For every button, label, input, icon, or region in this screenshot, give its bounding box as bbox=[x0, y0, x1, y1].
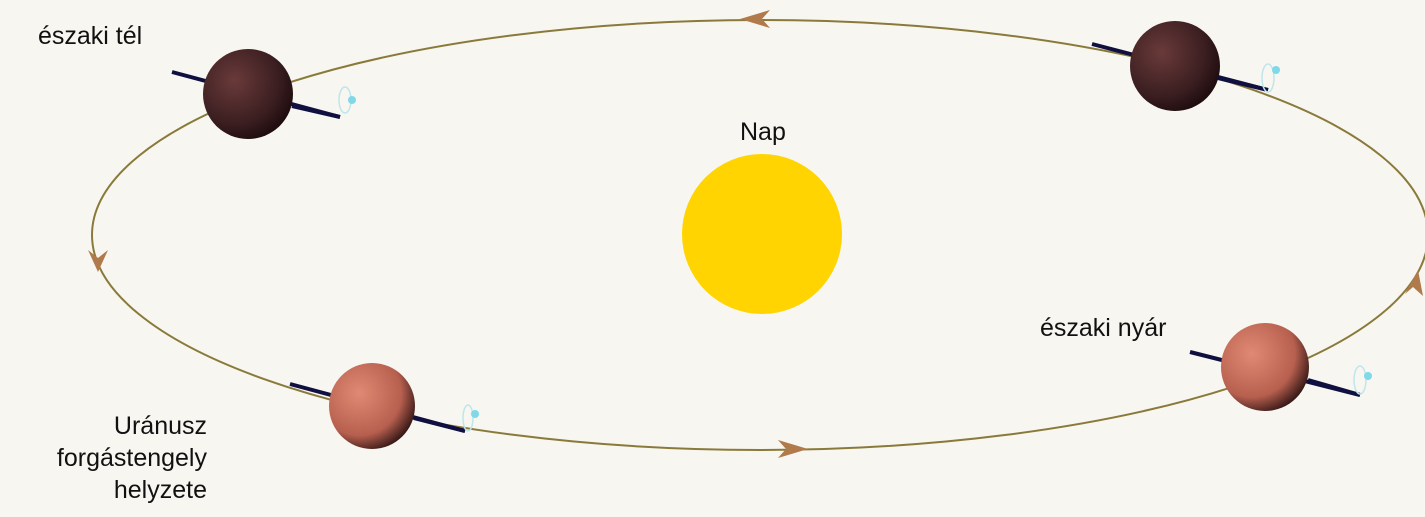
caption-line-3: helyzete bbox=[57, 474, 207, 506]
caption-line-2: forgástengely bbox=[57, 442, 207, 474]
orbit-arrow-top bbox=[740, 10, 770, 28]
uranus-top-right-position bbox=[1092, 21, 1280, 111]
uranus-summer-position bbox=[1190, 323, 1372, 411]
orbit-arrow-right bbox=[1405, 270, 1423, 296]
caption-line-1: Uránusz bbox=[57, 410, 207, 442]
orbit-arrow-left bbox=[88, 250, 108, 272]
uranus-bottom-left-position bbox=[290, 363, 479, 449]
northern-winter-label: északi tél bbox=[38, 22, 142, 51]
sun-label: Nap bbox=[740, 118, 786, 147]
uranus-winter-position bbox=[172, 49, 356, 139]
caption: Uránusz forgástengely helyzete bbox=[57, 410, 207, 506]
northern-summer-label: északi nyár bbox=[1040, 314, 1166, 343]
sun bbox=[682, 154, 842, 314]
